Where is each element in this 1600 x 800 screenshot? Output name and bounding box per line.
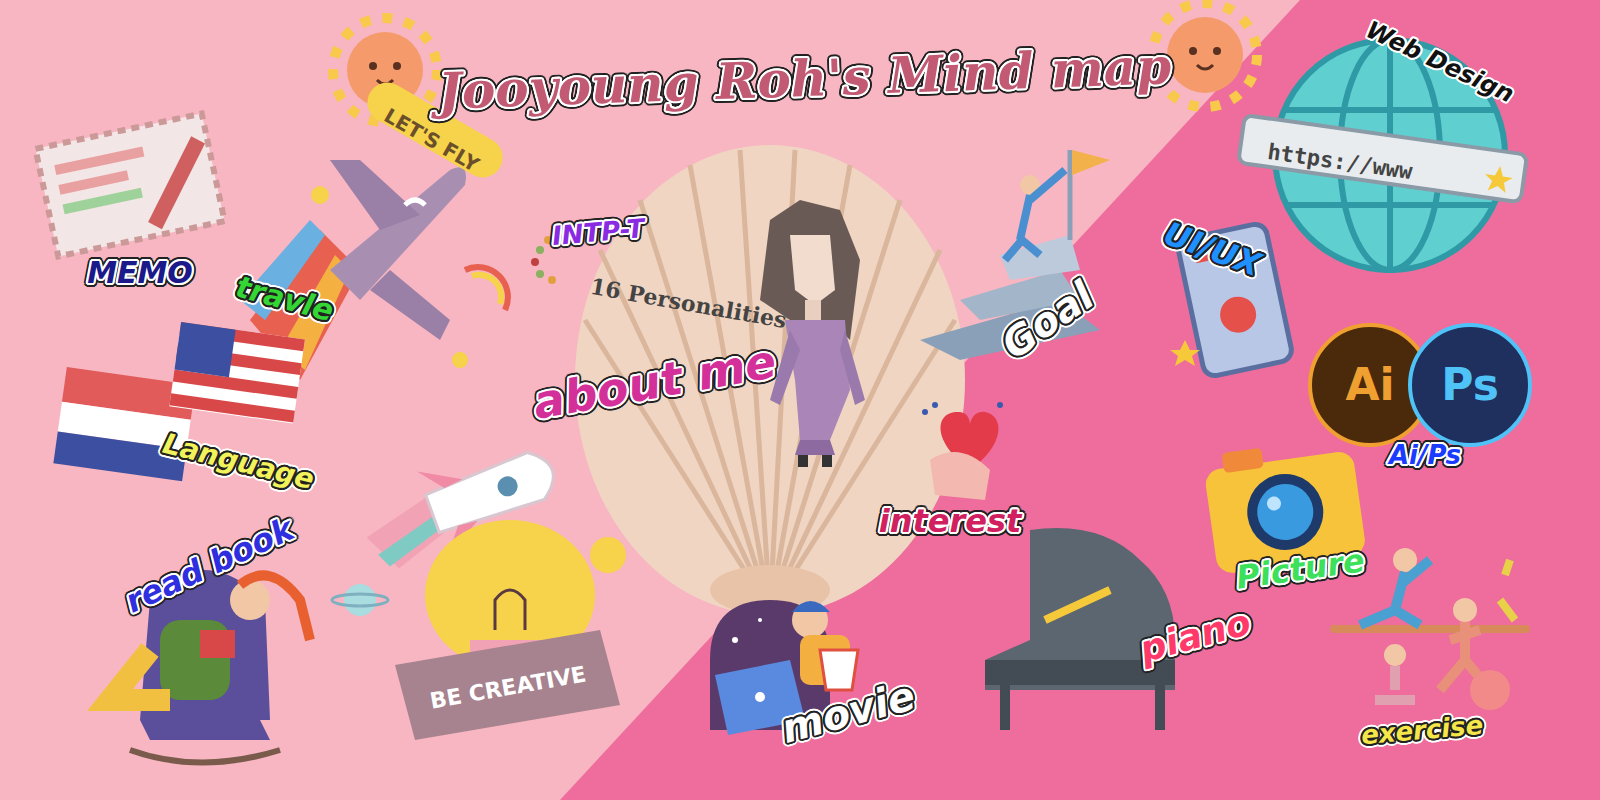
- topic-label: Ai/Ps: [1389, 441, 1461, 470]
- app-icon-text: Ps: [1441, 361, 1499, 409]
- app-icon-text: Ai: [1345, 361, 1394, 409]
- branch-label: interest: [879, 504, 1022, 539]
- topic-label: MEMO: [87, 256, 193, 289]
